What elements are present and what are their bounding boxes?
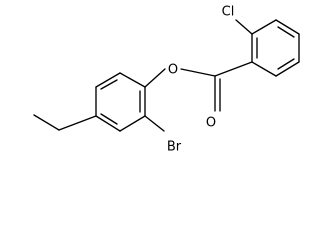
carbonyl-oxygen-label: O — [206, 116, 216, 131]
ring-bond — [275, 19, 300, 35]
ethyl-bond-2 — [33, 114, 60, 131]
ring-bond — [275, 61, 300, 77]
ester-oxygen-aryl-bond — [144, 68, 166, 88]
molecule-svg: Cl O O Br — [33, 5, 300, 155]
ring-bond — [95, 115, 121, 132]
bromo-ethyl-phenyl-ring — [95, 72, 146, 132]
ring-bond — [119, 72, 146, 88]
bromine-bond — [144, 115, 165, 132]
aromatic-double-bond — [100, 79, 118, 90]
ring-bond — [251, 61, 277, 77]
ethyl-bond-1 — [58, 115, 97, 131]
bromine-label: Br — [167, 140, 182, 155]
ring-bond — [251, 19, 277, 35]
aromatic-double-bond — [277, 58, 295, 70]
chlorobenzene-ring — [251, 19, 300, 77]
substituents — [33, 114, 165, 132]
ring-bond — [95, 72, 121, 88]
atom-labels: Cl O O Br — [167, 5, 234, 155]
aryl-carbonyl-bond — [214, 61, 253, 77]
chlorine-bond — [235, 19, 253, 35]
carbonyl-ester-oxygen-bond — [180, 68, 216, 77]
aromatic-double-bond — [277, 26, 295, 38]
ester-oxygen-label: O — [168, 63, 178, 78]
aromatic-double-bond — [100, 113, 118, 125]
chemical-structure-diagram: Cl O O Br — [33, 4, 300, 155]
ester-linker — [144, 19, 253, 112]
ring-bond — [119, 115, 146, 132]
chlorine-label: Cl — [222, 5, 235, 20]
